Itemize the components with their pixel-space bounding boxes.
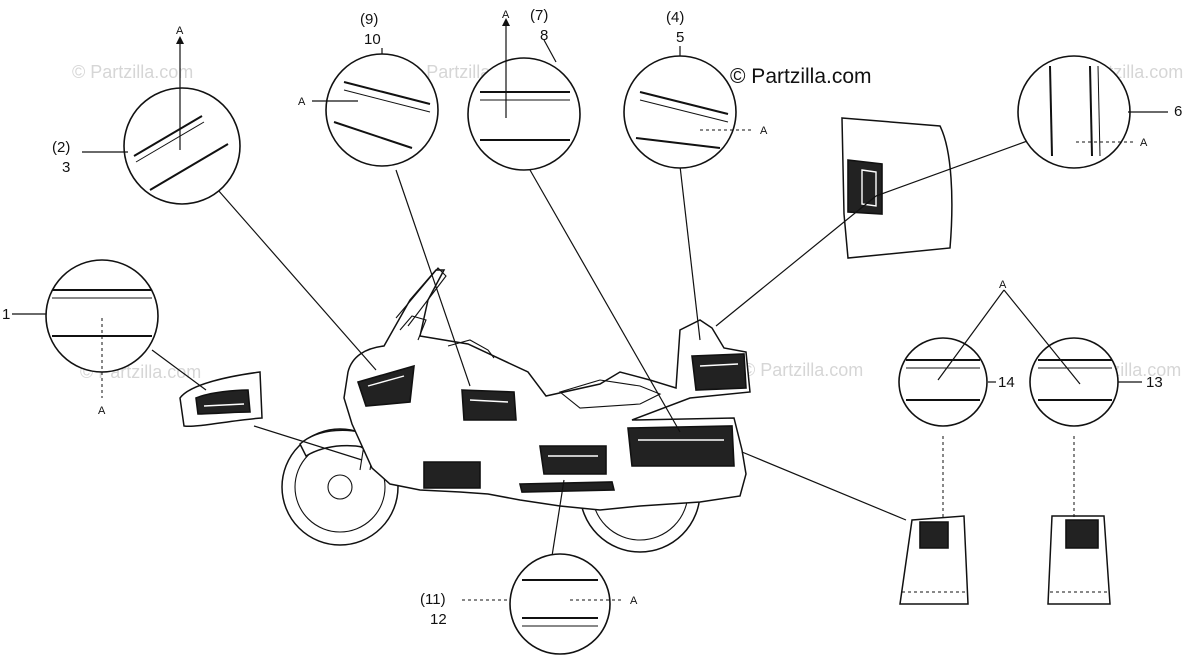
trunk-stripe-panel <box>691 353 747 391</box>
saddlebag-lid-right-window <box>1065 519 1099 549</box>
leader-5 <box>679 165 701 341</box>
label-13: 13 <box>1146 374 1163 391</box>
label-6-ref: A <box>1140 137 1148 149</box>
label-13-14-ref: A <box>999 279 1007 291</box>
detail-circle-8: A (7) 8 <box>467 7 581 171</box>
shared-ref-a: A <box>937 279 1081 385</box>
label-10: 10 <box>364 31 381 48</box>
detail-circle-14: 14 <box>898 337 1015 427</box>
saddlebag-lid-left-window <box>919 521 949 549</box>
leader-10 <box>395 169 471 387</box>
side-panel-stripe <box>461 389 517 421</box>
label-1-ref: A <box>98 405 106 417</box>
engine-guard-panel <box>423 461 481 489</box>
label-3-ref: A <box>176 25 184 37</box>
fairing-stripe-line <box>367 375 405 387</box>
circle-6-stripe-b <box>1089 65 1093 157</box>
circle-3-stripe-c <box>149 143 229 191</box>
detail-circle-6: 6 A <box>1017 55 1182 169</box>
label-8-ref: A <box>502 9 510 21</box>
label-6: 6 <box>1174 103 1182 120</box>
handlebar <box>447 339 495 359</box>
label-5-paren: (4) <box>666 9 684 26</box>
detail-circle-3: A (2) 3 <box>52 25 241 205</box>
circle-3-stripe-a <box>133 115 203 157</box>
copyright-label: © Partzilla.com <box>730 65 872 88</box>
detail-circle-1: 1 A <box>2 259 159 417</box>
label-12: 12 <box>430 611 447 628</box>
circle-10-stripe-c <box>333 121 413 149</box>
circle-5-stripe-c <box>635 137 721 149</box>
saddlebag-lid-right <box>1047 515 1111 605</box>
leader-8 <box>529 169 681 433</box>
circle-6-stripe-c <box>1097 65 1101 157</box>
shared-ref-line-right <box>1003 289 1081 385</box>
circle-10-stripe-b <box>343 89 431 113</box>
windshield <box>395 267 447 327</box>
leader-6b <box>715 195 877 327</box>
label-12-ref: A <box>630 595 638 607</box>
circle-8-label-line <box>543 39 557 63</box>
circle-3-ref-arrow <box>176 36 184 44</box>
label-10-paren: (9) <box>360 11 378 28</box>
lower-trim-stripe <box>518 481 616 493</box>
trunk-lid-emblem <box>847 159 883 215</box>
watermark-1: © Partzilla.com <box>72 62 193 82</box>
label-10-ref: A <box>298 96 306 108</box>
circle-12-outline <box>509 553 611 655</box>
circle-3-outline <box>123 87 241 205</box>
detail-circle-13: 13 <box>1029 337 1163 427</box>
leader-1 <box>151 349 207 391</box>
leader-3 <box>217 189 377 371</box>
saddlebag-stripe-panel <box>627 425 735 467</box>
label-12-paren: (11) <box>420 591 446 608</box>
circle-8-ref-arrow <box>502 18 510 26</box>
front-fender-stripe-line <box>203 403 245 407</box>
label-5-ref: A <box>760 125 768 137</box>
lower-cover-stripe-panel <box>539 445 607 475</box>
circle-14-outline <box>898 337 988 427</box>
circle-5-stripe-a <box>639 91 729 115</box>
mirror <box>399 315 427 341</box>
seat <box>558 379 662 409</box>
trunk-stripe-line <box>699 363 739 367</box>
circle-6-outline <box>1017 55 1131 169</box>
leader-12 <box>551 479 565 557</box>
motorcycle-illustration <box>281 267 751 553</box>
circle-6-stripe-a <box>1049 65 1053 157</box>
leader-saddlebag <box>741 451 907 521</box>
saddlebag-lid-left-outline <box>899 515 969 605</box>
circle-3-stripe-b <box>135 121 205 163</box>
leader-1-fender <box>253 425 363 461</box>
fairing-stripe-panel <box>356 364 415 407</box>
label-5: 5 <box>676 29 684 46</box>
label-3: 3 <box>62 159 70 176</box>
circle-8-outline <box>467 57 581 171</box>
leader-lines <box>151 139 1075 557</box>
side-panel-stripe-line <box>469 399 509 403</box>
front-hub <box>327 474 353 500</box>
label-3-paren: (2) <box>52 139 70 156</box>
leader-6a <box>875 139 1031 197</box>
label-14: 14 <box>998 374 1015 391</box>
detail-circle-12: (11) 12 A <box>420 553 638 655</box>
front-fender-stripe <box>195 389 251 415</box>
trunk-lid-emblem-inner <box>861 169 877 207</box>
circle-5-stripe-b <box>639 99 729 123</box>
shared-ref-line-left <box>937 289 1005 381</box>
label-8: 8 <box>540 27 548 44</box>
watermark-6: © Partzilla.com <box>742 360 863 380</box>
circle-10-stripe-a <box>343 81 431 105</box>
detail-circle-5: (4) 5 A <box>623 9 768 169</box>
saddlebag-lid-left <box>899 515 969 605</box>
label-8-paren: (7) <box>530 7 548 24</box>
label-1: 1 <box>2 306 10 323</box>
detail-circle-10: (9) 10 A <box>298 11 439 167</box>
circle-13-outline <box>1029 337 1119 427</box>
